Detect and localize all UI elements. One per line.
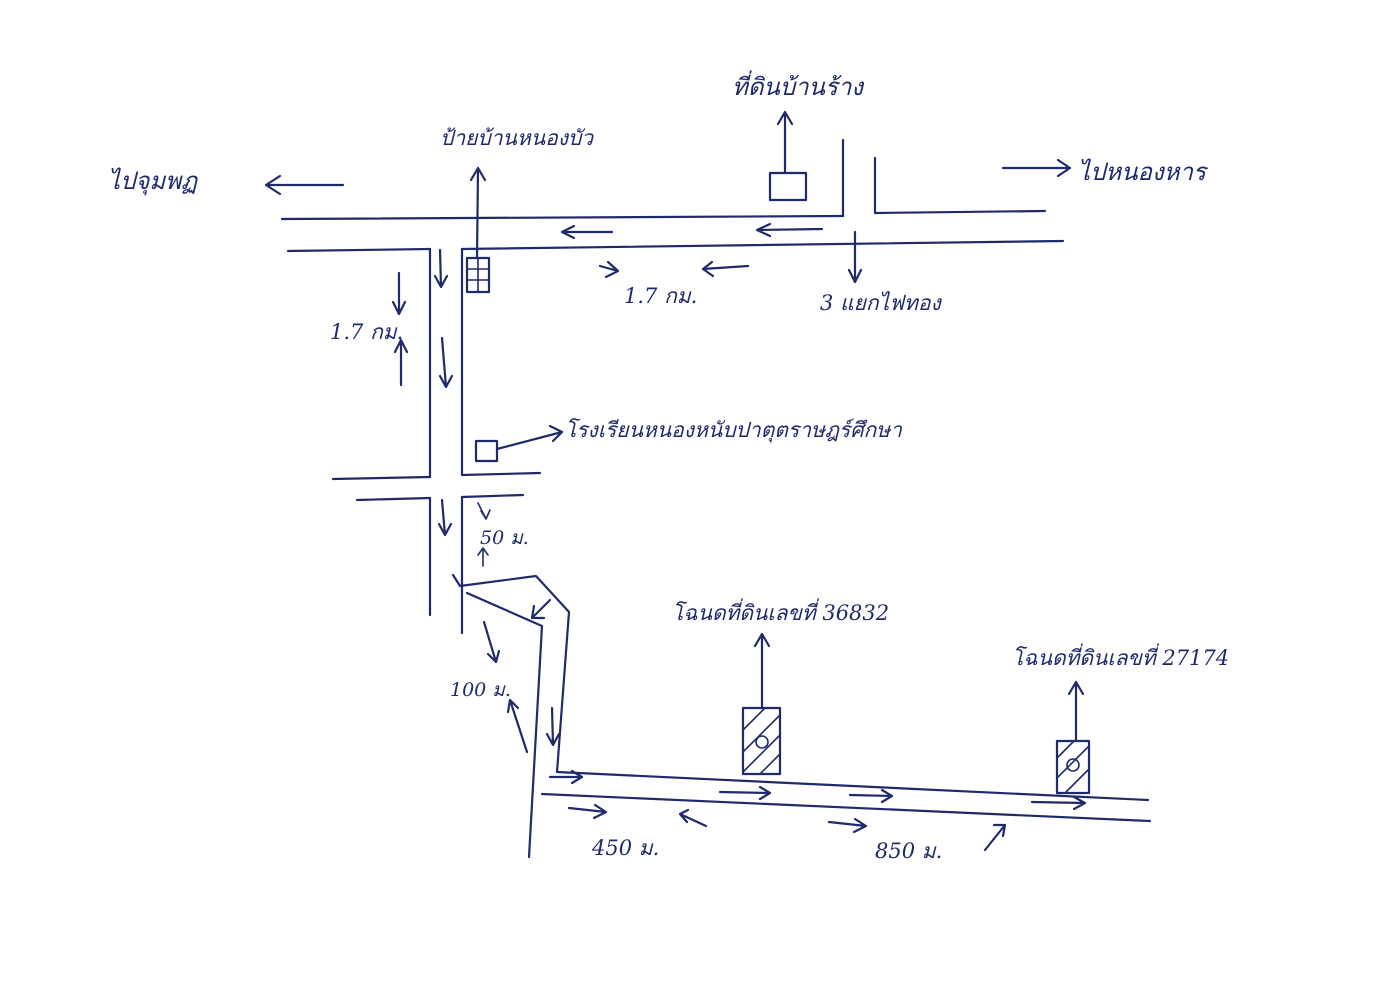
dist-top-label: 1.7 กม.: [624, 284, 697, 308]
pointer-arrow-icon: [495, 424, 564, 451]
school-sign: ป้ายบ้านหนองบัว: [440, 126, 594, 294]
distance-850: 850 ม.: [827, 817, 1007, 863]
distance-top-horizontal: 1.7 กม.: [598, 260, 750, 308]
plot-2-label: โฉนดที่ดินเลขที่ 27174: [1012, 643, 1229, 670]
up-arrow-icon: [1067, 680, 1085, 743]
up-arrow-icon: [776, 110, 794, 175]
dist-850-label: 850 ม.: [875, 839, 942, 863]
vertical-road: [331, 247, 542, 635]
school-marker-icon: [474, 439, 499, 463]
lower-road: [451, 573, 1152, 859]
distance-50: 50 ม.: [477, 502, 529, 567]
up-arrow-icon: [753, 632, 771, 710]
dist-450-label: 450 ม.: [591, 836, 659, 860]
plot-1-marker-icon: [741, 706, 782, 776]
main-road: [280, 138, 1065, 253]
down-arrow-icon: [847, 230, 863, 284]
to-left-direction: ไปจุมพฏ: [108, 167, 345, 196]
school-sign-label: ป้ายบ้านหนองบัว: [440, 126, 594, 150]
pole-note: 3 แยกไฟทอง: [820, 230, 942, 315]
dist-100-label: 100 ม.: [450, 679, 511, 701]
to-right-label: ไปหนองหาร: [1078, 158, 1209, 186]
school: โรงเรียนหนองหนับปาตุตราษฎร์ศึกษา: [474, 418, 903, 463]
school-label: โรงเรียนหนองหนับปาตุตราษฎร์ศึกษา: [565, 418, 903, 443]
distance-450: 450 ม.: [567, 803, 708, 860]
up-arrow-icon: [469, 166, 487, 260]
left-arrow-icon: [264, 174, 345, 196]
distance-left-vertical: 1.7 กม.: [330, 271, 409, 387]
to-right-direction: ไปหนองหาร: [1001, 158, 1209, 186]
north-building: ที่ดินบ้านร้าง: [732, 70, 865, 202]
right-arrow-icon: [1001, 158, 1072, 178]
dist-left-label: 1.7 กม.: [330, 320, 403, 344]
plot-1-label: โฉนดที่ดินเลขที่ 36832: [672, 598, 889, 625]
road-arrows: [433, 222, 1087, 811]
land-plot-1: โฉนดที่ดินเลขที่ 36832: [672, 598, 889, 776]
distance-100: 100 ม.: [450, 620, 529, 754]
to-left-label: ไปจุมพฏ: [108, 167, 199, 196]
building-marker-icon: [768, 171, 808, 202]
pole-note-label: 3 แยกไฟทอง: [820, 291, 942, 315]
north-building-label: ที่ดินบ้านร้าง: [732, 70, 865, 101]
dist-50-label: 50 ม.: [480, 527, 529, 549]
land-plot-2: โฉนดที่ดินเลขที่ 27174: [1012, 643, 1229, 795]
